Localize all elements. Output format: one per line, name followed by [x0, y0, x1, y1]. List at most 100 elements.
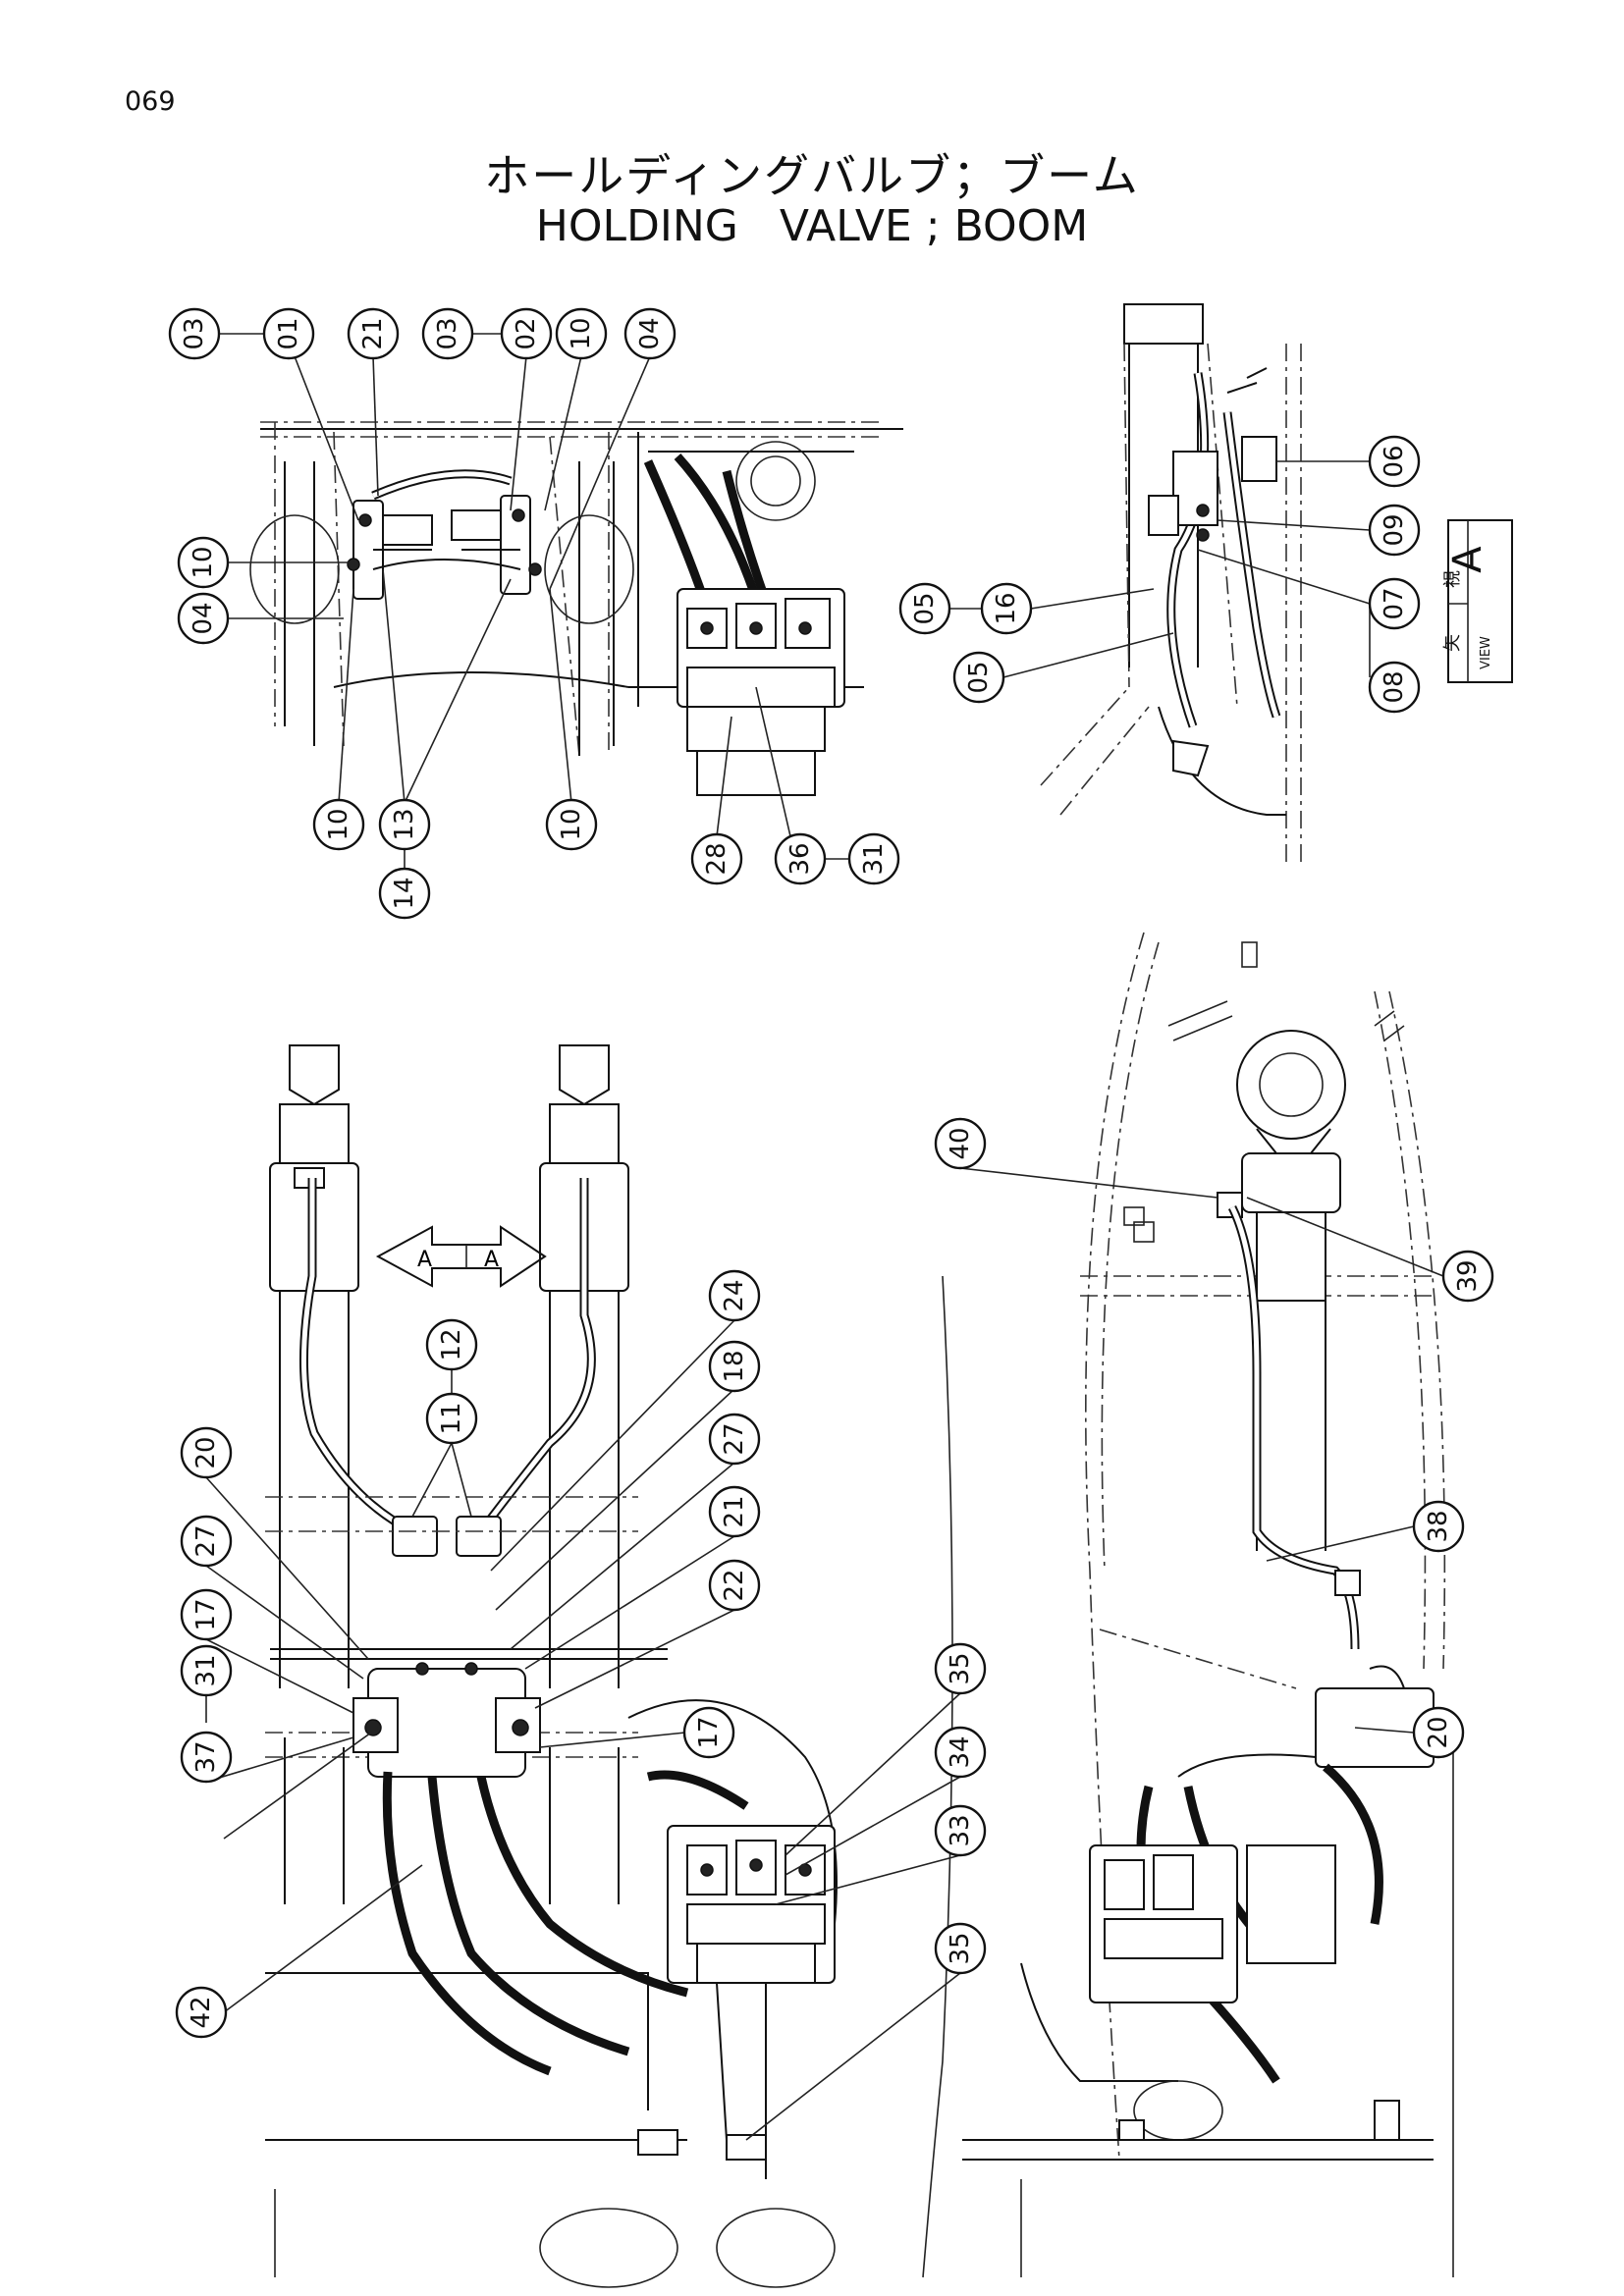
svg-text:22: 22 [720, 1569, 749, 1601]
svg-text:27: 27 [720, 1422, 749, 1455]
callout-31[interactable]: 31 [180, 1644, 233, 1697]
svg-text:38: 38 [1424, 1510, 1453, 1542]
svg-text:21: 21 [720, 1495, 749, 1527]
callout-27[interactable]: 27 [708, 1413, 761, 1466]
callout-16[interactable]: 16 [980, 582, 1033, 635]
callout-34[interactable]: 34 [934, 1726, 987, 1779]
top-right-callouts: 06 09 07 08 05 16 05 [898, 435, 1421, 714]
callout-21[interactable]: 21 [708, 1485, 761, 1538]
callout-20[interactable]: 20 [1412, 1706, 1465, 1759]
callout-05[interactable]: 05 [952, 651, 1005, 704]
svg-text:34: 34 [946, 1735, 975, 1768]
svg-text:03: 03 [433, 317, 462, 349]
callout-04[interactable]: 04 [623, 307, 677, 360]
svg-text:10: 10 [557, 808, 586, 840]
callout-24[interactable]: 24 [708, 1269, 761, 1322]
view-kanji-1: 矢 [1442, 634, 1463, 652]
callout-17[interactable]: 17 [682, 1706, 735, 1759]
callout-13[interactable]: 13 [378, 798, 431, 851]
svg-text:01: 01 [274, 317, 303, 349]
svg-text:08: 08 [1380, 670, 1409, 703]
callout-12[interactable]: 12 [425, 1318, 478, 1371]
svg-text:05: 05 [910, 592, 940, 624]
callout-03[interactable]: 03 [168, 307, 221, 360]
svg-text:40: 40 [946, 1127, 975, 1159]
svg-text:39: 39 [1453, 1259, 1483, 1292]
callout-20[interactable]: 20 [180, 1426, 233, 1479]
view-kanji-2: 視 [1442, 570, 1463, 588]
callout-31[interactable]: 31 [847, 832, 900, 885]
callout-01[interactable]: 01 [262, 307, 315, 360]
view-a-box: A 矢 視 VIEW [1442, 519, 1513, 683]
svg-text:16: 16 [992, 592, 1021, 624]
svg-text:05: 05 [964, 661, 994, 693]
callout-38[interactable]: 38 [1412, 1500, 1465, 1553]
callout-17[interactable]: 17 [180, 1588, 233, 1641]
callout-39[interactable]: 39 [1441, 1250, 1494, 1303]
svg-text:36: 36 [785, 842, 815, 875]
bottom-left-callouts: 12 11 24 18 27 21 22 20 27 17 31 37 17 3… [175, 1269, 987, 2039]
callout-11[interactable]: 11 [425, 1392, 478, 1445]
callout-06[interactable]: 06 [1368, 435, 1421, 488]
callout-18[interactable]: 18 [708, 1340, 761, 1393]
callout-03[interactable]: 03 [421, 307, 474, 360]
callout-09[interactable]: 09 [1368, 504, 1421, 557]
svg-text:27: 27 [191, 1524, 221, 1557]
svg-text:31: 31 [191, 1654, 221, 1686]
callout-14[interactable]: 14 [378, 867, 431, 920]
svg-text:02: 02 [512, 317, 541, 349]
view-caption: VIEW [1479, 636, 1493, 669]
callout-36[interactable]: 36 [774, 832, 827, 885]
callout-05[interactable]: 05 [898, 582, 951, 635]
callout-27[interactable]: 27 [180, 1515, 233, 1568]
svg-text:18: 18 [720, 1350, 749, 1382]
callout-10[interactable]: 10 [177, 536, 230, 589]
bottom-left-leaders [205, 1319, 961, 2141]
bottom-left-assembly: A A [265, 1044, 953, 2288]
callout-35[interactable]: 35 [934, 1922, 987, 1975]
arrow-label-left: A [417, 1248, 432, 1272]
svg-text:33: 33 [946, 1814, 975, 1846]
callout-10[interactable]: 10 [545, 798, 598, 851]
callout-22[interactable]: 22 [708, 1559, 761, 1612]
title-english: HOLDING VALVE ; BOOM [535, 201, 1089, 251]
svg-text:07: 07 [1380, 587, 1409, 619]
top-left-callouts: 03 01 21 03 02 10 04 10 04 10 13 14 10 2… [168, 307, 900, 920]
callout-04[interactable]: 04 [177, 592, 230, 645]
svg-text:20: 20 [1424, 1716, 1453, 1748]
callout-33[interactable]: 33 [934, 1804, 987, 1857]
callout-08[interactable]: 08 [1368, 661, 1421, 714]
svg-text:13: 13 [390, 808, 419, 840]
top-left-leaders [214, 333, 849, 869]
top-right-leaders [949, 460, 1371, 678]
svg-text:17: 17 [191, 1598, 221, 1630]
svg-text:42: 42 [187, 1996, 216, 2028]
callout-02[interactable]: 02 [500, 307, 553, 360]
svg-text:35: 35 [946, 1652, 975, 1684]
svg-text:11: 11 [437, 1402, 466, 1434]
svg-text:24: 24 [720, 1279, 749, 1311]
svg-text:35: 35 [946, 1932, 975, 1964]
svg-text:06: 06 [1380, 445, 1409, 477]
callout-42[interactable]: 42 [175, 1986, 228, 2039]
svg-text:17: 17 [694, 1716, 724, 1748]
bottom-right-callouts: 40 39 38 20 [934, 1117, 1494, 1759]
arrow-label-right: A [484, 1248, 499, 1272]
callout-21[interactable]: 21 [347, 307, 400, 360]
svg-text:31: 31 [859, 842, 889, 875]
svg-text:10: 10 [189, 546, 218, 578]
svg-text:10: 10 [567, 317, 596, 349]
callout-40[interactable]: 40 [934, 1117, 987, 1170]
svg-text:03: 03 [180, 317, 209, 349]
svg-text:14: 14 [390, 877, 419, 909]
view-letter: A [1445, 546, 1490, 573]
callout-10[interactable]: 10 [555, 307, 608, 360]
callout-35[interactable]: 35 [934, 1642, 987, 1695]
callout-07[interactable]: 07 [1368, 577, 1421, 630]
bottom-right-leaders [959, 1167, 1444, 1734]
callout-28[interactable]: 28 [690, 832, 743, 885]
svg-text:04: 04 [189, 602, 218, 634]
callout-10[interactable]: 10 [312, 798, 365, 851]
callout-37[interactable]: 37 [180, 1731, 233, 1784]
svg-text:09: 09 [1380, 513, 1409, 546]
